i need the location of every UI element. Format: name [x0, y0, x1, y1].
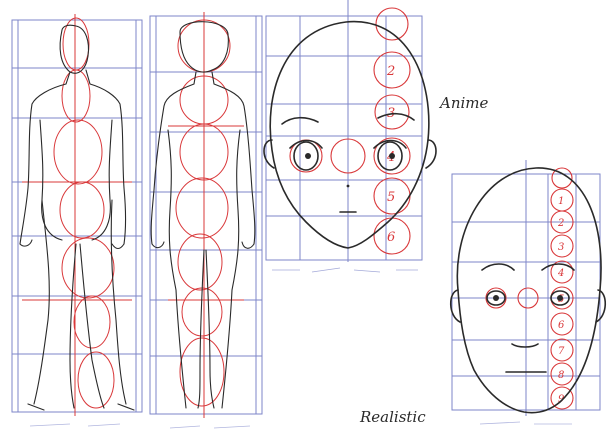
realistic-body-figure — [12, 14, 142, 416]
anime-num-6: 6 — [387, 230, 395, 245]
body2-outline — [151, 22, 255, 408]
body1-red-guides — [22, 14, 132, 416]
real-num-4: 4 — [557, 268, 564, 279]
anime-num-5: 5 — [387, 190, 395, 205]
real-num-2: 2 — [557, 218, 564, 229]
real-num-8: 8 — [558, 370, 564, 381]
body1-outline — [20, 25, 134, 410]
anime-label: Anime — [438, 94, 489, 112]
realistic-label: Realistic — [359, 408, 426, 426]
anime-num-2: 2 — [386, 64, 395, 79]
body1-guide-frame — [12, 20, 142, 412]
real-num-1: 1 — [558, 196, 564, 207]
real-num-3: 3 — [558, 242, 564, 253]
body2-red-guides — [168, 12, 244, 418]
real-num-6: 6 — [558, 320, 565, 331]
anime-body-figure — [150, 12, 262, 418]
realistic-head-drawing: 1 2 3 4 5 6 7 8 9 — [451, 160, 606, 416]
anime-head-faint-notes — [272, 268, 418, 272]
real-num-7: 7 — [558, 346, 565, 357]
body-faint-notes — [30, 422, 572, 428]
anime-head-drawing: 2 3 4 5 6 — [264, 0, 436, 262]
